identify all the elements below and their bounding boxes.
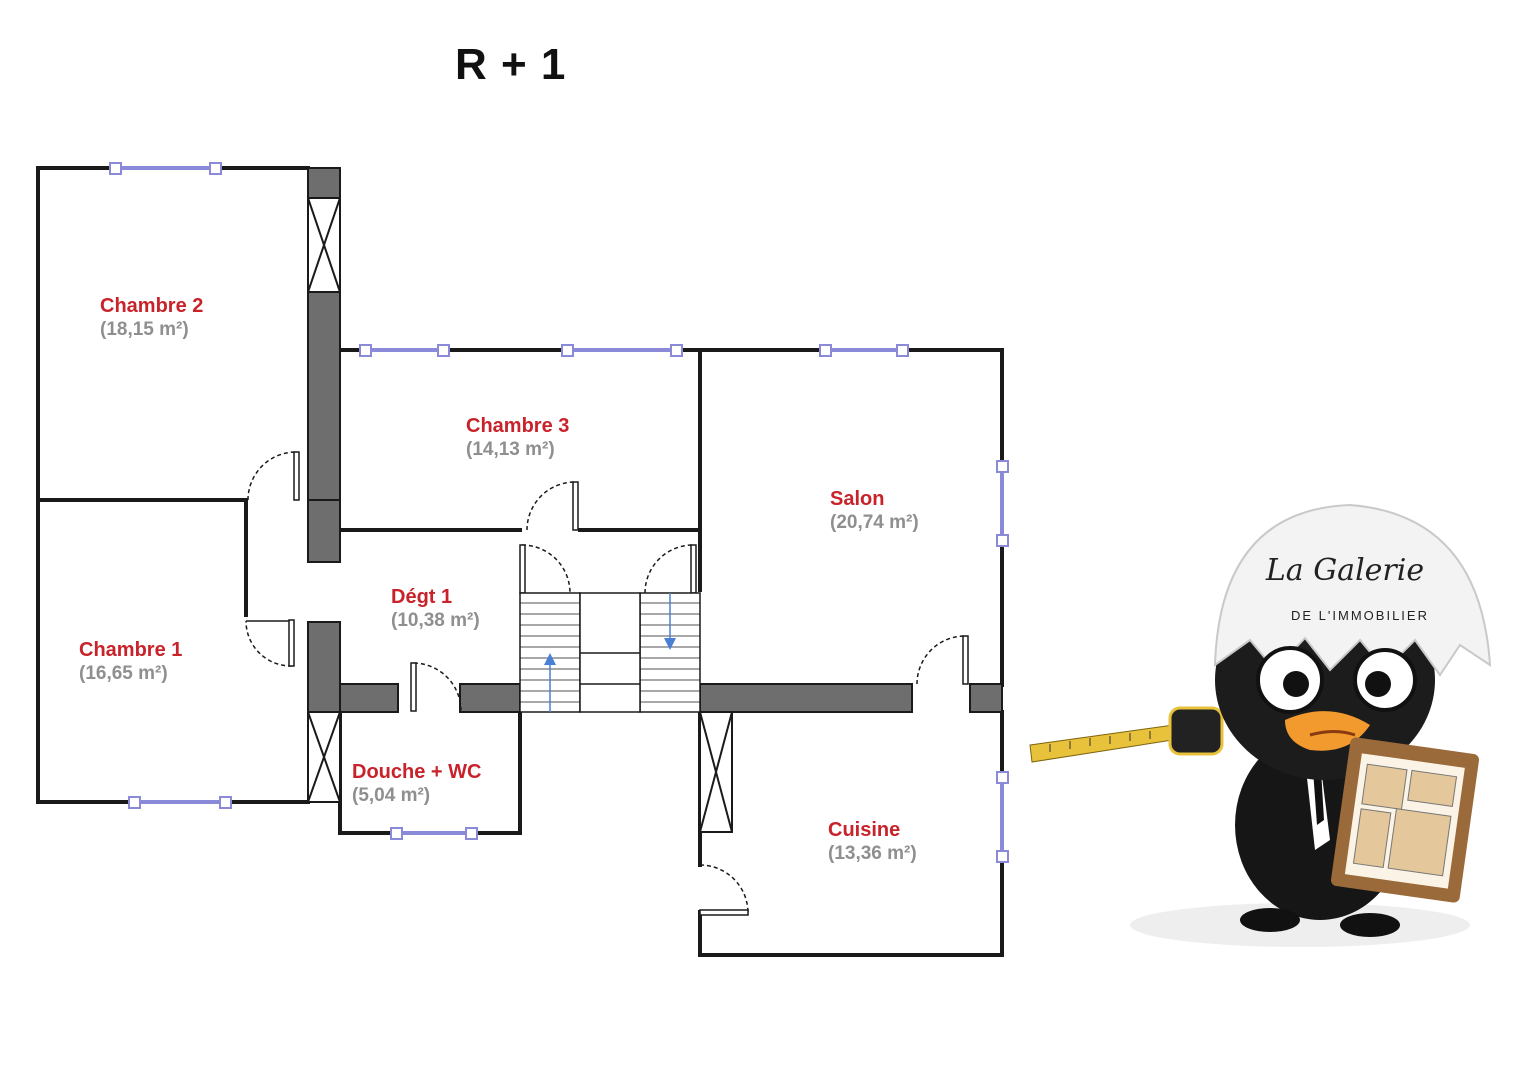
stair-down-arrow-icon bbox=[664, 638, 676, 650]
room-name: Chambre 2 bbox=[100, 295, 204, 317]
stairs bbox=[519, 592, 701, 713]
windows bbox=[109, 162, 1009, 863]
room-name: Salon bbox=[830, 488, 885, 510]
room-name: Dégt 1 bbox=[391, 586, 453, 608]
room-area: (5,04 m²) bbox=[352, 785, 431, 806]
room-degt-1: Dégt 1 (10,38 m²) bbox=[391, 585, 480, 633]
room-area: (20,74 m²) bbox=[830, 512, 919, 533]
room-name: Cuisine bbox=[828, 819, 901, 841]
room-area: (14,13 m²) bbox=[466, 439, 555, 460]
room-name: Douche + WC bbox=[352, 761, 482, 783]
doors bbox=[245, 451, 969, 916]
room-area: (18,15 m²) bbox=[100, 319, 189, 340]
stair-up-arrow-icon bbox=[544, 653, 556, 665]
room-cuisine: Cuisine (13,36 m²) bbox=[828, 818, 917, 866]
room-chambre-2: Chambre 2 (18,15 m²) bbox=[100, 294, 203, 342]
room-name: Chambre 1 bbox=[79, 639, 183, 661]
room-chambre-1: Chambre 1 (16,65 m²) bbox=[79, 638, 182, 686]
room-chambre-3: Chambre 3 (14,13 m²) bbox=[466, 414, 569, 462]
room-area: (10,38 m²) bbox=[391, 610, 480, 631]
room-area: (16,65 m²) bbox=[79, 663, 168, 684]
logo-subtitle-text: DE L'IMMOBILIER bbox=[1291, 608, 1429, 623]
ducts bbox=[307, 197, 733, 833]
floor-title: R + 1 bbox=[455, 40, 567, 89]
room-douche-wc: Douche + WC (5,04 m²) bbox=[352, 760, 481, 808]
logo-script-text: La Galerie bbox=[1265, 553, 1424, 588]
room-area: (13,36 m²) bbox=[828, 843, 917, 864]
thick-walls bbox=[307, 167, 1003, 713]
room-salon: Salon (20,74 m²) bbox=[830, 487, 919, 535]
mascot-logo-illustration: La Galerie DE L'IMMOBILIER bbox=[1029, 503, 1492, 947]
room-name: Chambre 3 bbox=[466, 415, 570, 437]
